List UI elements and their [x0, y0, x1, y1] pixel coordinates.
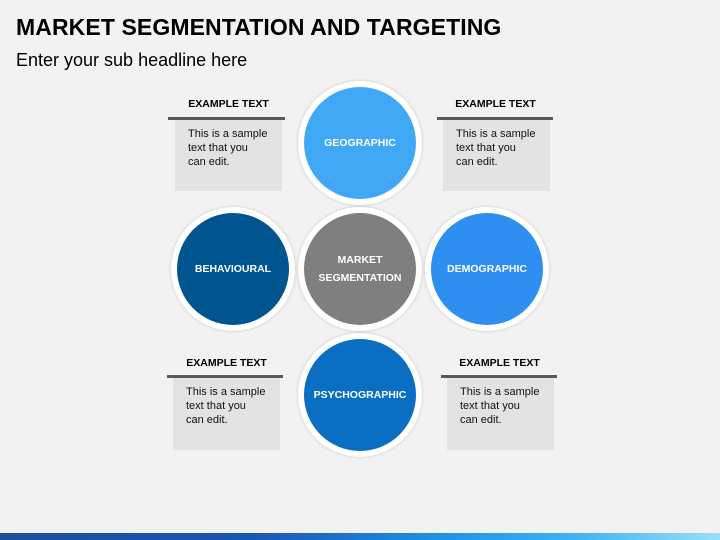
behavioural-label: BEHAVIOURAL	[194, 263, 272, 275]
center-label-line1: MARKET	[337, 254, 383, 266]
top-right-box-rule	[437, 117, 553, 120]
demographic-label: DEMOGRAPHIC	[447, 263, 527, 275]
center-label-line2: SEGMENTATION	[318, 272, 402, 284]
demographic-circle: DEMOGRAPHIC	[431, 213, 543, 325]
bottom-left-box-rule	[167, 375, 283, 378]
bottom-right-box-heading: EXAMPLE TEXT	[459, 357, 540, 369]
bottom-left-box-body: This is a sample text that you can edit.	[173, 378, 280, 450]
footer-accent-bar	[0, 533, 720, 540]
bottom-right-box-body: This is a sample text that you can edit.	[447, 378, 554, 450]
top-left-box-heading: EXAMPLE TEXT	[188, 98, 269, 110]
psychographic-circle: PSYCHOGRAPHIC	[304, 339, 416, 451]
behavioural-circle: BEHAVIOURAL	[177, 213, 289, 325]
bottom-right-box-rule	[441, 375, 557, 378]
slide-title: MARKET SEGMENTATION AND TARGETING	[16, 14, 502, 40]
top-right-box-heading: EXAMPLE TEXT	[455, 98, 536, 110]
bottom-left-box-heading: EXAMPLE TEXT	[186, 357, 267, 369]
psychographic-label: PSYCHOGRAPHIC	[313, 389, 407, 401]
top-left-box-body: This is a sample text that you can edit.	[175, 120, 282, 191]
slide-subtitle: Enter your sub headline here	[16, 50, 248, 70]
geographic-circle: GEOGRAPHIC	[304, 87, 416, 199]
market-segmentation-circle: MARKET SEGMENTATION	[304, 213, 416, 325]
top-right-box-body: This is a sample text that you can edit.	[443, 120, 550, 191]
geographic-label: GEOGRAPHIC	[324, 137, 396, 149]
top-left-box-rule	[168, 117, 285, 120]
